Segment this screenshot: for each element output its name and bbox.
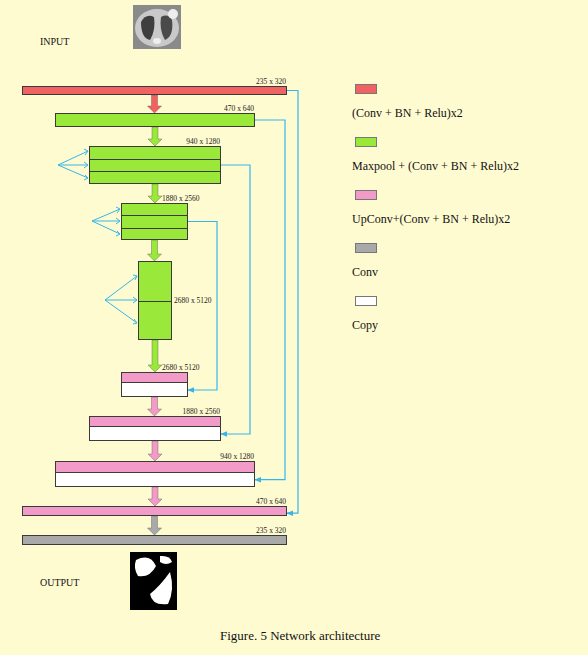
encoder-block: 1880 x 2560 <box>121 203 188 240</box>
layer-divider <box>90 171 220 172</box>
copy-half <box>56 472 254 486</box>
flow-arrow <box>148 516 162 535</box>
layer-divider <box>90 159 220 160</box>
layer-divider <box>122 228 187 229</box>
skip-connection <box>287 91 298 514</box>
decoder-block: 1880 x 2560 <box>89 416 221 441</box>
flow-arrow <box>148 240 162 261</box>
decoder-block: 2680 x 5120 <box>121 372 188 397</box>
conv-block: 235 x 320 <box>22 86 287 95</box>
dimension-label: 470 x 640 <box>256 497 286 506</box>
dimension-label: 940 x 1280 <box>186 137 220 146</box>
legend-swatch <box>355 84 377 94</box>
flow-arrow <box>148 340 162 372</box>
io-label: OUTPUT <box>40 577 79 588</box>
decoder-block: 940 x 1280 <box>55 461 255 487</box>
skip-connection <box>255 120 285 480</box>
flow-arrow <box>148 184 162 203</box>
dimension-label: 470 x 640 <box>224 104 254 113</box>
legend-text: Maxpool + (Conv + BN + Relu)x2 <box>352 159 519 174</box>
io-label: INPUT <box>40 36 69 47</box>
flow-arrow <box>148 95 162 113</box>
dimension-label: 2680 x 5120 <box>162 363 200 372</box>
skip-connection <box>221 165 250 434</box>
encoder-block: 2680 x 5120 <box>138 261 172 340</box>
encoder-block: 940 x 1280 <box>89 146 221 184</box>
flow-arrow <box>148 127 162 146</box>
flow-arrow <box>148 397 162 416</box>
legend-text: UpConv+(Conv + BN + Relu)x2 <box>352 212 510 227</box>
legend-text: (Conv + BN + Relu)x2 <box>352 106 463 121</box>
dimension-label: 1880 x 2560 <box>183 407 221 416</box>
output-mask-image <box>130 552 177 610</box>
dimension-label: 940 x 1280 <box>220 452 254 461</box>
layer-divider <box>122 215 187 216</box>
copy-half <box>90 426 220 440</box>
legend-swatch <box>355 190 377 200</box>
legend-text: Conv <box>352 265 378 280</box>
flow-arrow <box>148 441 162 461</box>
legend-swatch <box>355 296 377 306</box>
encoder-block: 470 x 640 <box>55 113 255 127</box>
flow-arrow <box>148 487 162 506</box>
legend-swatch <box>355 243 377 253</box>
dimension-label: 235 x 320 <box>256 526 286 535</box>
output-conv: 235 x 320 <box>22 535 287 545</box>
dimension-label: 2680 x 5120 <box>174 296 212 305</box>
dimension-label: 1880 x 2560 <box>162 194 200 203</box>
dimension-label: 235 x 320 <box>256 77 286 86</box>
layer-divider <box>139 301 171 302</box>
figure-caption: Figure. 5 Network architecture <box>220 628 380 644</box>
input-ct-image <box>133 5 181 49</box>
legend-text: Copy <box>352 318 378 333</box>
copy-half <box>122 382 187 396</box>
decoder-block: 470 x 640 <box>22 506 287 516</box>
legend-swatch <box>355 137 377 147</box>
